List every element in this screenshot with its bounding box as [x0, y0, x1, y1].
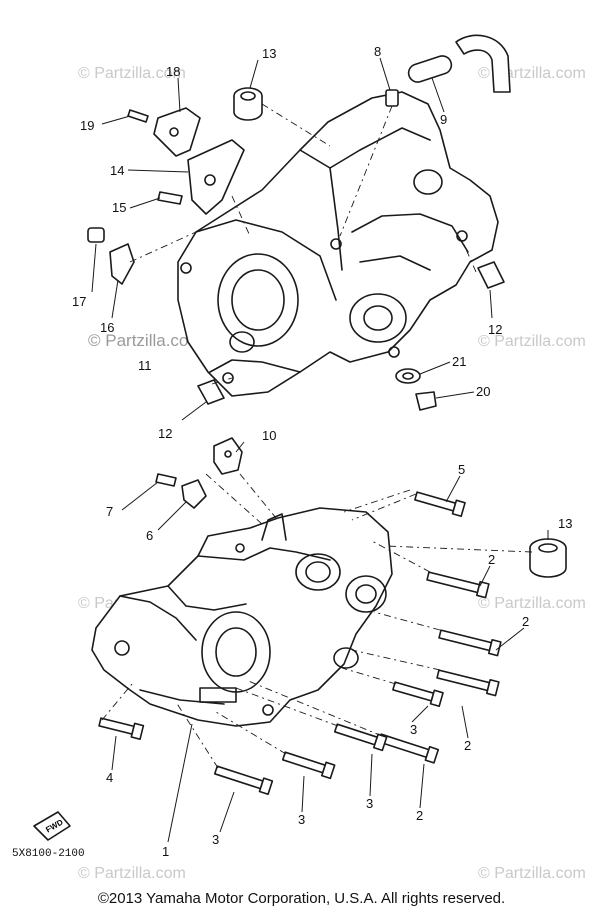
callout-3: 3 [298, 812, 305, 827]
callout-12: 12 [488, 322, 502, 337]
callout-7: 7 [106, 504, 113, 519]
callout-17: 17 [72, 294, 86, 309]
callout-3: 3 [366, 796, 373, 811]
lower-leaders [101, 441, 549, 843]
callout-6: 6 [146, 528, 153, 543]
callout-4: 4 [106, 770, 113, 785]
fwd-arrow-icon: FWD [33, 811, 71, 841]
lower-crankcase [91, 507, 393, 727]
upper-small-parts [87, 34, 511, 411]
watermark-center: © Partzilla.com [88, 331, 203, 350]
callout-10: 10 [262, 428, 276, 443]
callout-1: 1 [162, 844, 169, 859]
callout-5: 5 [458, 462, 465, 477]
callout-2: 2 [416, 808, 423, 823]
callout-11: 11 [138, 358, 152, 373]
callout-13: 13 [558, 516, 572, 531]
callout-16: 16 [100, 320, 114, 335]
crankcase-right-body [177, 91, 499, 397]
callout-2: 2 [522, 614, 529, 629]
callout-20: 20 [476, 384, 490, 399]
diagram-code: 5X8100-2100 [12, 848, 85, 860]
lower-small-parts [155, 437, 567, 578]
upper-crankcase [177, 91, 499, 397]
callout-labels: 13 8 9 18 19 14 15 17 16 11 12 21 20 12 … [72, 44, 572, 859]
callout-3: 3 [410, 722, 417, 737]
callout-9: 9 [440, 112, 447, 127]
callout-18: 18 [166, 64, 180, 79]
crankcase-left-body [91, 507, 393, 727]
watermark: © Partzilla.com [78, 65, 186, 82]
copyright-notice: ©2013 Yamaha Motor Corporation, U.S.A. A… [97, 890, 506, 907]
watermark: © Partzilla.com [478, 865, 586, 882]
watermark: © Partzilla.com [478, 333, 586, 350]
callout-21: 21 [452, 354, 466, 369]
callout-19: 19 [80, 118, 94, 133]
upper-leaders [91, 57, 493, 421]
callout-8: 8 [374, 44, 381, 59]
bolts [98, 491, 502, 796]
watermark: © Partzilla.com [478, 595, 586, 612]
callout-14: 14 [110, 163, 124, 178]
callout-2: 2 [488, 552, 495, 567]
callout-3: 3 [212, 832, 219, 847]
callout-13: 13 [262, 46, 276, 61]
callout-15: 15 [112, 200, 126, 215]
watermark: © Partzilla.com [78, 865, 186, 882]
callout-2: 2 [464, 738, 471, 753]
callout-12: 12 [158, 426, 172, 441]
